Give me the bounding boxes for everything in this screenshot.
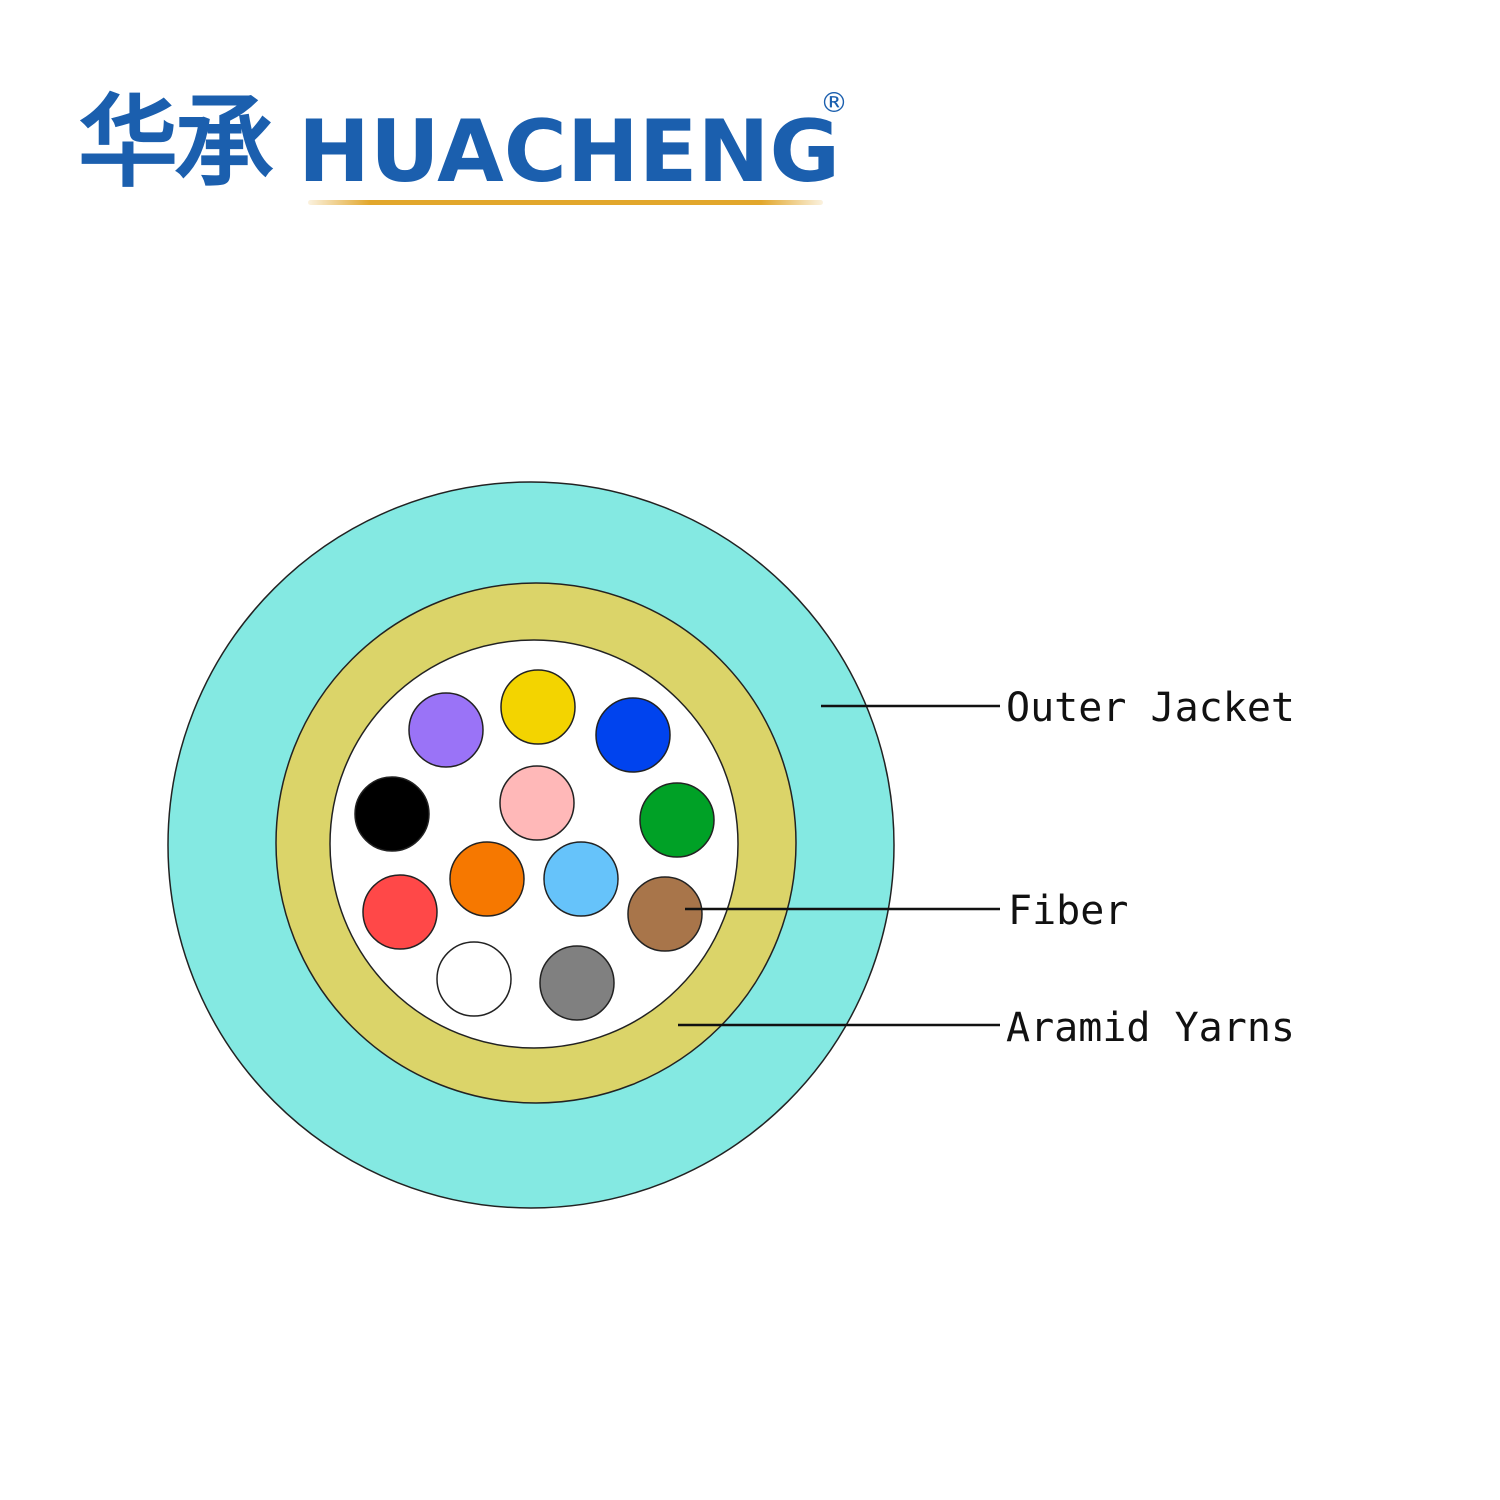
fiber-strand bbox=[595, 697, 671, 773]
fiber-strand bbox=[449, 841, 525, 917]
registered-trademark-mark: ® bbox=[820, 86, 848, 119]
fiber-strand bbox=[436, 941, 512, 1017]
huacheng-logo: 华承 HUACHENG ® bbox=[78, 80, 858, 220]
logo-chinese-text: 华承 bbox=[78, 84, 274, 201]
fiber-strand bbox=[543, 841, 619, 917]
aramid-yarns-label: Aramid Yarns bbox=[1006, 1005, 1295, 1051]
cable-cross-section bbox=[167, 481, 895, 1209]
callout-fiber: Fiber bbox=[685, 888, 1128, 934]
fiber-label: Fiber bbox=[1008, 888, 1128, 934]
logo-english-text: HUACHENG bbox=[298, 102, 841, 202]
callout-outer-jacket: Outer Jacket bbox=[821, 685, 1295, 731]
fiber-strand bbox=[639, 782, 715, 858]
fiber-strand bbox=[627, 876, 703, 952]
logo-underline bbox=[308, 200, 823, 205]
fiber-strand bbox=[499, 765, 575, 841]
fiber-strand bbox=[408, 692, 484, 768]
outer-jacket-label: Outer Jacket bbox=[1006, 685, 1295, 731]
fiber-strand bbox=[362, 874, 438, 950]
fiber-strand bbox=[354, 776, 430, 852]
fiber-group bbox=[354, 669, 715, 1021]
fiber-strand bbox=[539, 945, 615, 1021]
callout-aramid-yarns: Aramid Yarns bbox=[678, 1005, 1295, 1051]
fiber-strand bbox=[500, 669, 576, 745]
